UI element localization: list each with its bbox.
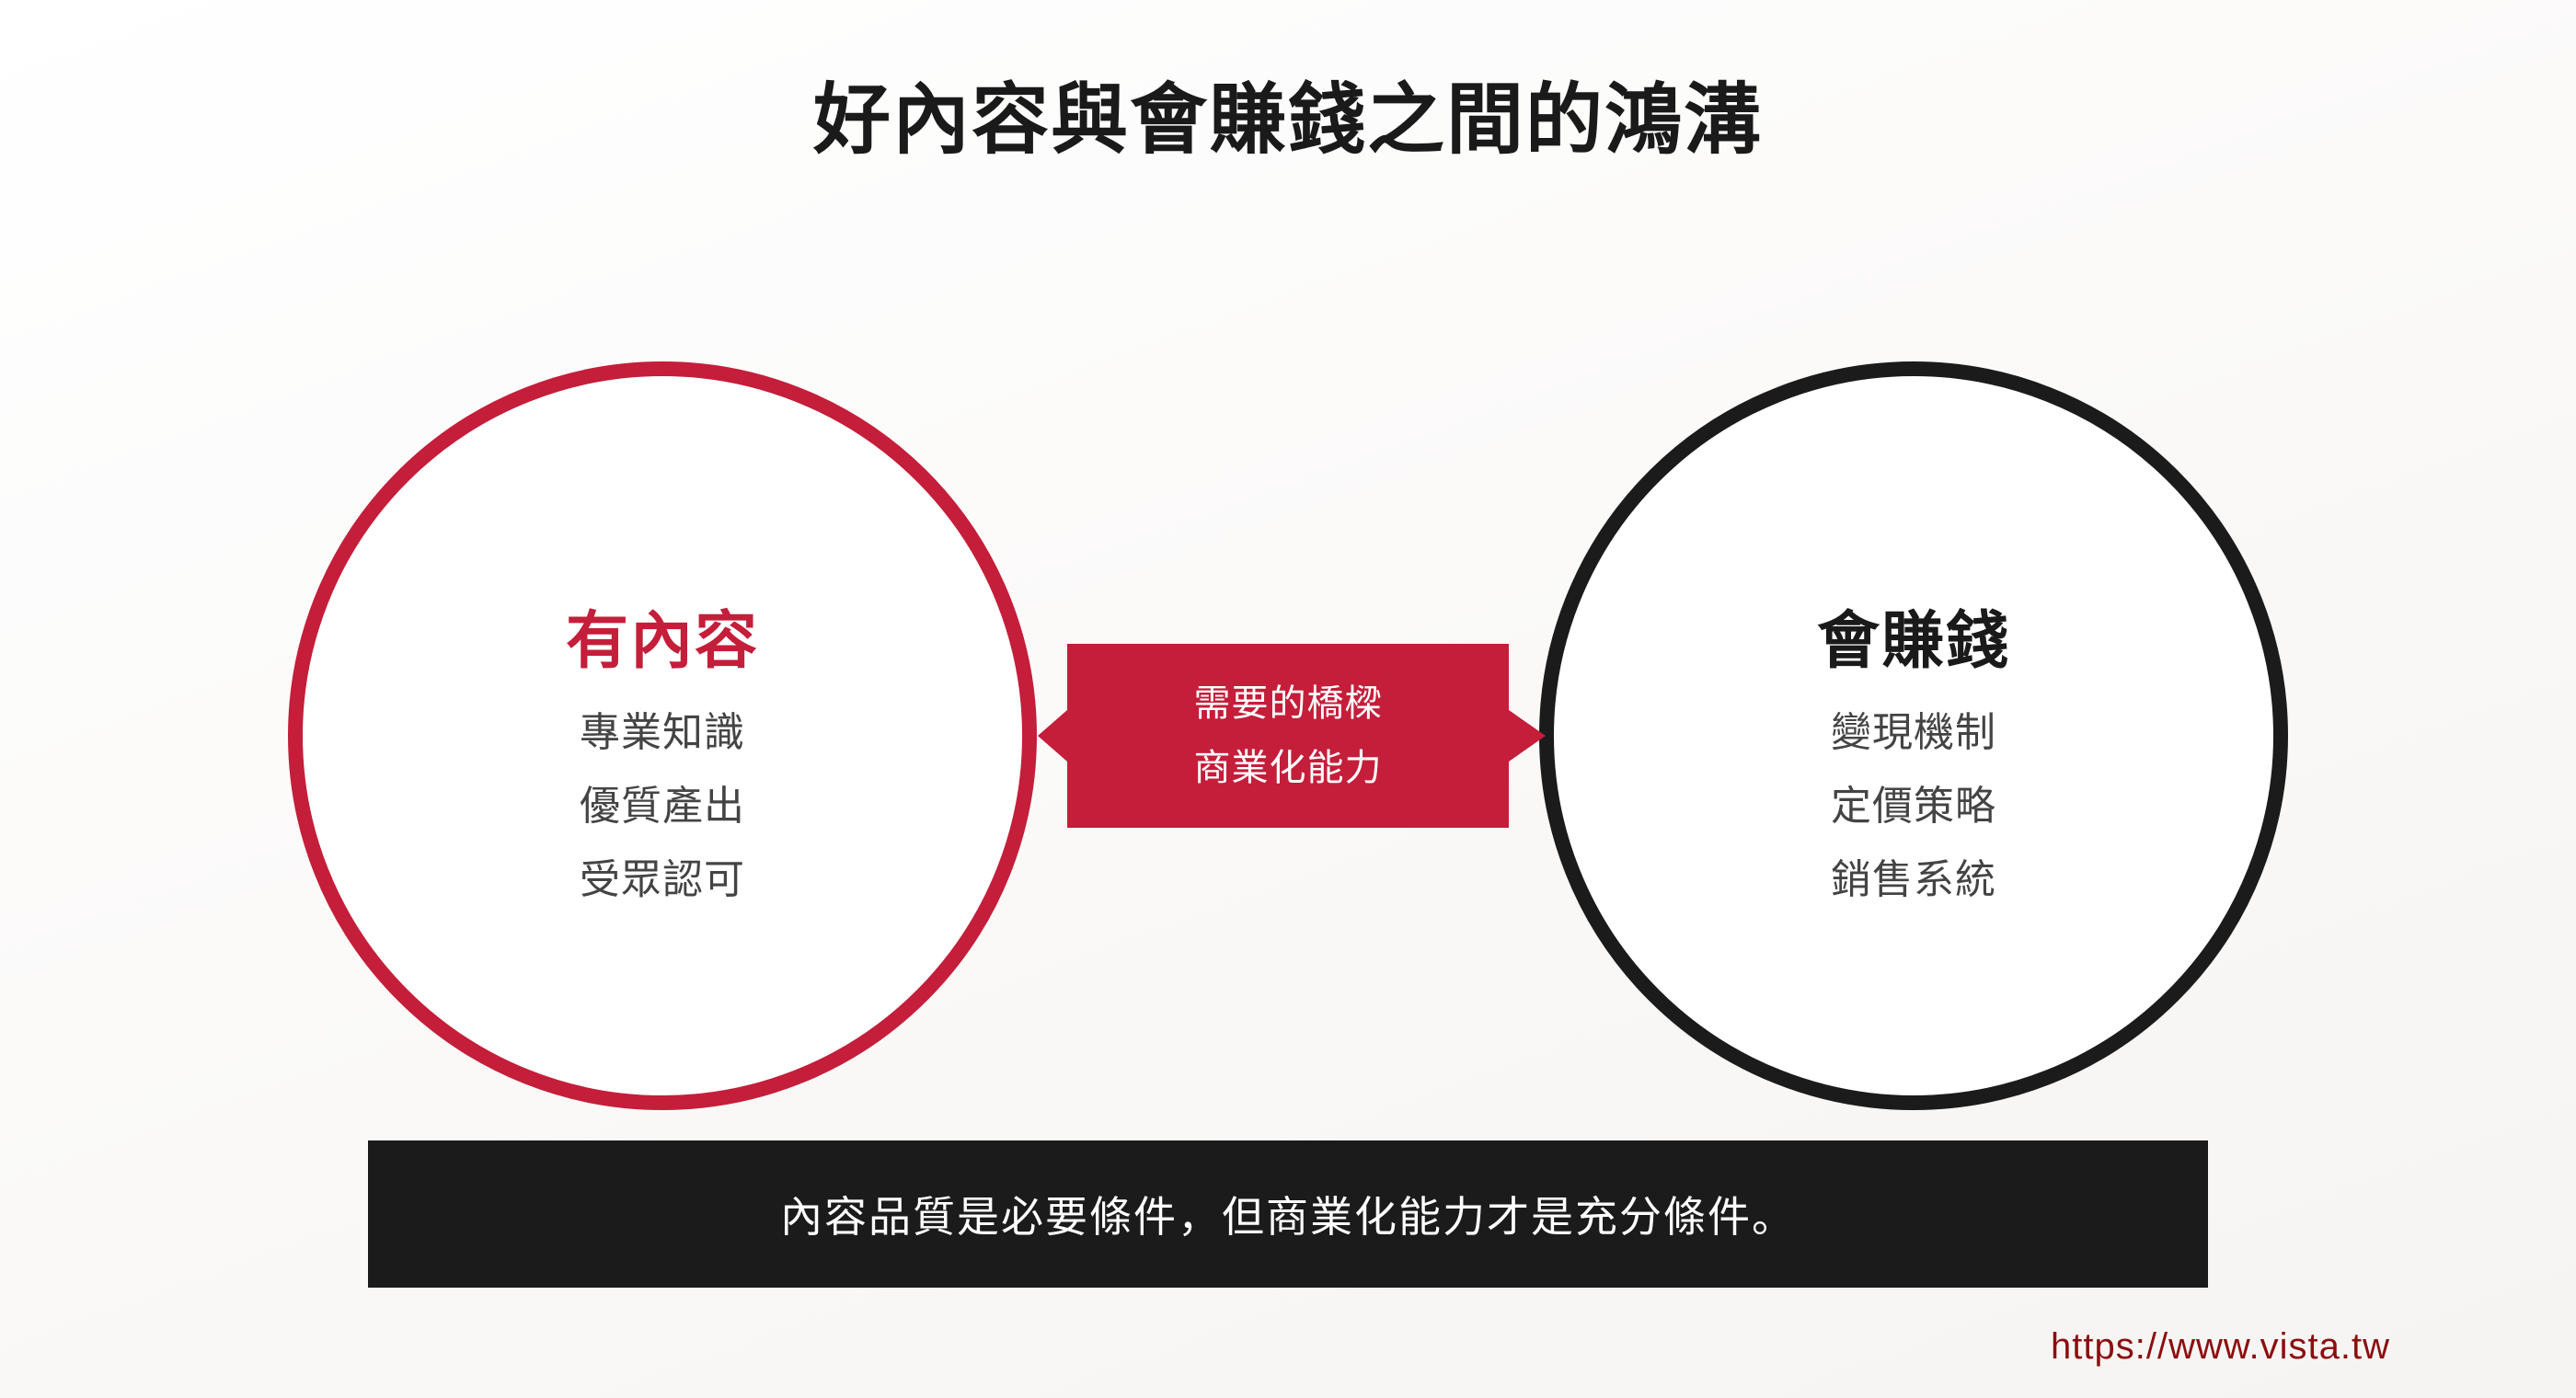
circle-has-content-body: 有內容 專業知識 優質產出 受眾認可	[303, 376, 1022, 1095]
list-item: 變現機制	[1831, 709, 1996, 756]
circle-makes-money-body: 會賺錢 變現機制 定價策略 銷售系統	[1554, 376, 2273, 1095]
bridge-line-2: 商業化能力	[1193, 747, 1383, 789]
list-item: 受眾認可	[580, 856, 745, 903]
diagram-title: 好內容與會賺錢之間的鴻溝	[812, 74, 1763, 165]
list-item: 定價策略	[1831, 783, 1996, 830]
footer-url-link[interactable]: https://www.vista.tw	[2051, 1326, 2390, 1367]
bridge-double-arrow-icon	[1038, 644, 1546, 828]
list-item: 優質產出	[580, 783, 745, 830]
circle-heading: 會賺錢	[1816, 605, 2010, 678]
summary-text: 內容品質是必要條件，但商業化能力才是充分條件。	[780, 1192, 1796, 1242]
bridge-line-1: 需要的橋樑	[1193, 682, 1383, 725]
summary-bar: 內容品質是必要條件，但商業化能力才是充分條件。	[368, 1140, 2208, 1288]
bridge-label: 需要的橋樑 商業化能力	[1067, 644, 1509, 828]
bridge-box-shape	[1038, 644, 1546, 828]
circle-item-list: 專業知識 優質產出 受眾認可	[580, 696, 745, 917]
circle-makes-money: 會賺錢 變現機制 定價策略 銷售系統	[1539, 361, 2288, 1110]
list-item: 銷售系統	[1831, 856, 1996, 903]
circle-heading: 有內容	[565, 605, 759, 678]
list-item: 專業知識	[580, 709, 745, 756]
circle-has-content: 有內容 專業知識 優質產出 受眾認可	[288, 361, 1037, 1110]
circle-item-list: 變現機制 定價策略 銷售系統	[1831, 696, 1996, 917]
